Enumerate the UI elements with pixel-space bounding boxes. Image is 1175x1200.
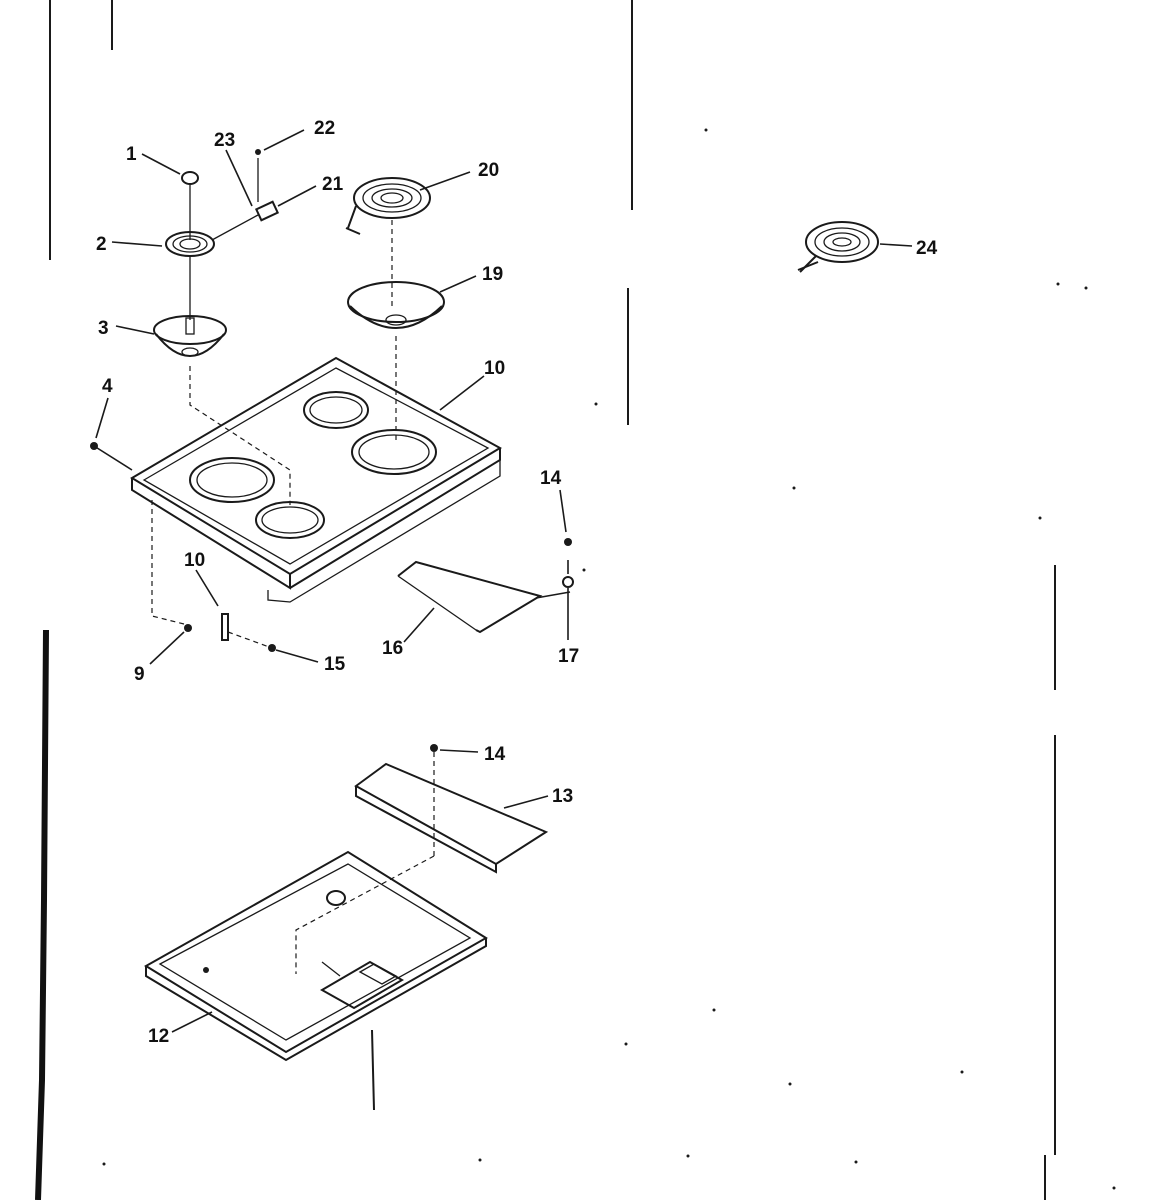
callout-10-spare: 10 xyxy=(484,358,505,379)
callout-14-lower: 14 xyxy=(484,744,506,765)
callout-17: 17 xyxy=(558,646,579,667)
callout-21: 21 xyxy=(322,174,344,195)
callout-9: 9 xyxy=(134,664,145,685)
trim-strip-part-16 xyxy=(397,538,574,640)
callout-19: 19 xyxy=(482,264,503,285)
callout-23: 23 xyxy=(214,130,235,151)
panel-part-13 xyxy=(295,744,549,974)
callout-16: 16 xyxy=(382,638,403,659)
drip-pan-part-19 xyxy=(347,281,445,440)
bottom-pan-part-12 xyxy=(144,850,488,1062)
callout-10-bracket: 10 xyxy=(184,550,205,571)
callout-24: 24 xyxy=(916,238,938,259)
callout-labels: 1 2 3 4 23 22 21 20 19 18 24 10 9 15 16 … xyxy=(96,118,938,1047)
scan-specks xyxy=(102,128,1116,1190)
callout-13: 13 xyxy=(552,786,573,807)
callout-22: 22 xyxy=(314,118,335,139)
surface-element-part-20 xyxy=(345,177,431,310)
callout-15: 15 xyxy=(324,654,346,675)
knob-part-1 xyxy=(181,171,199,240)
surface-element-part-2 xyxy=(165,231,215,335)
callout-2: 2 xyxy=(96,234,107,255)
drip-pan-part-3 xyxy=(153,315,291,505)
callout-4: 4 xyxy=(102,376,113,397)
bracket-part-10 xyxy=(184,613,276,652)
terminal-block-part-21 xyxy=(211,149,280,241)
cooktop-part-10 xyxy=(130,356,503,626)
callout-3: 3 xyxy=(98,318,109,339)
scan-borders xyxy=(35,0,1056,1200)
callout-12: 12 xyxy=(148,1026,169,1047)
callout-20: 20 xyxy=(478,160,499,181)
unused-callout-holder: 10 xyxy=(484,358,505,379)
surface-element-part-24 xyxy=(797,221,879,273)
callout-1: 1 xyxy=(126,144,137,165)
screw-part-4 xyxy=(90,442,133,471)
leader-lines xyxy=(95,129,913,1033)
callout-14-upper: 14 xyxy=(540,468,562,489)
